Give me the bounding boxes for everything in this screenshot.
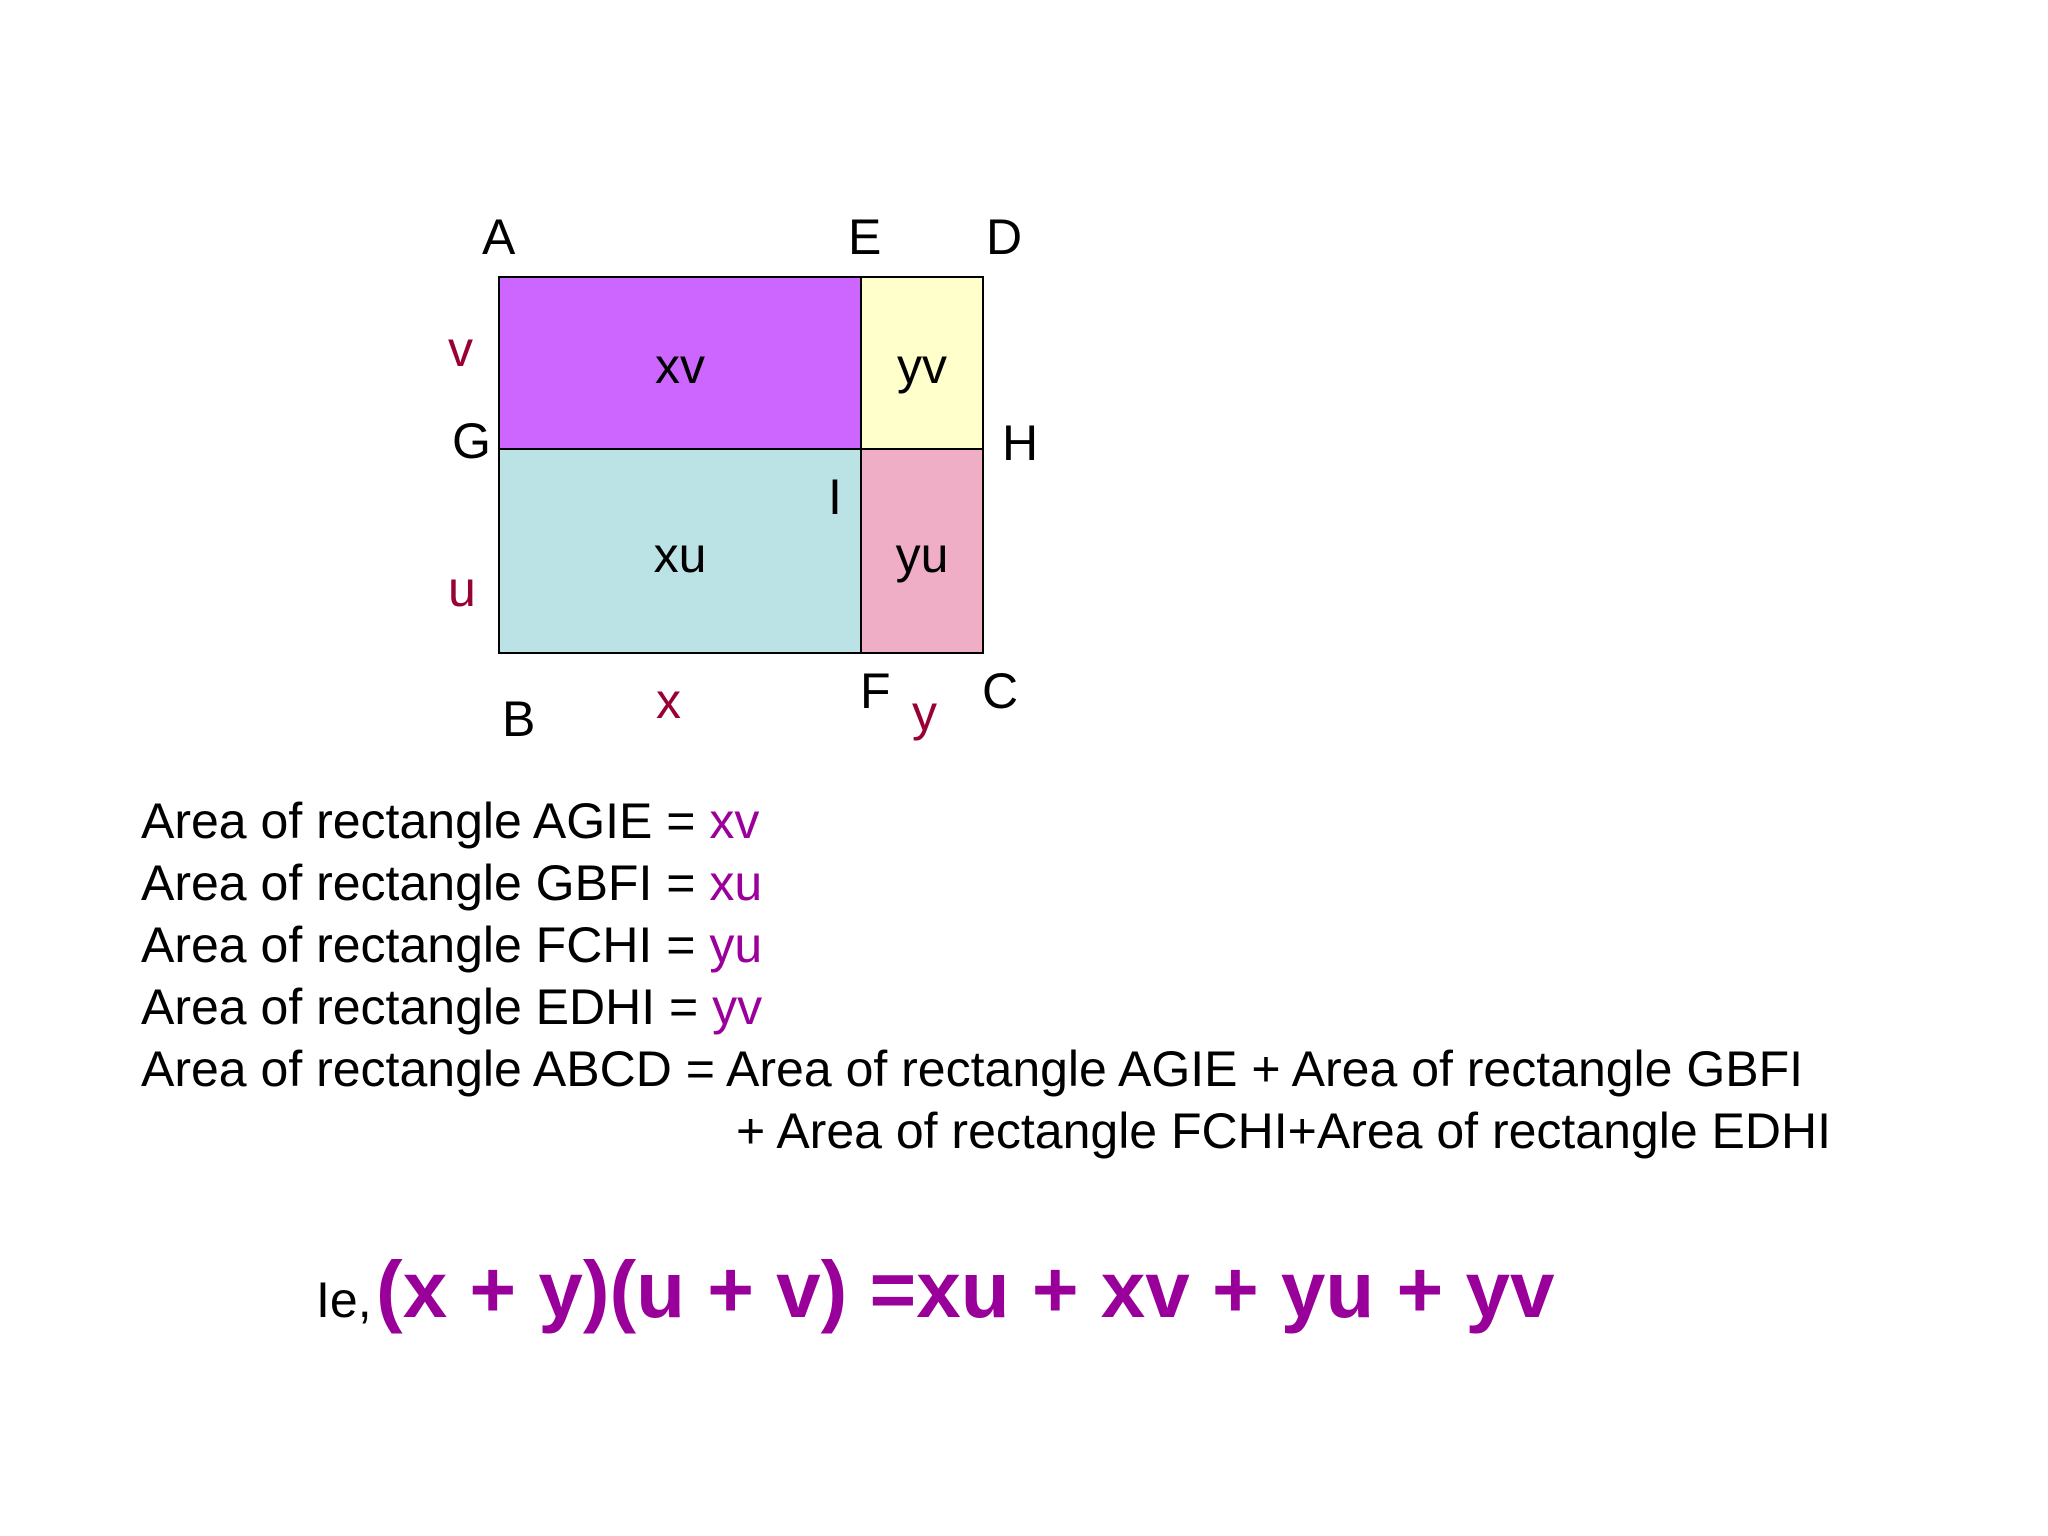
dimension-label-u: u: [448, 561, 476, 617]
cell-label-xu: xu: [653, 527, 707, 583]
equation-value: yv: [712, 979, 763, 1035]
rect-xv: [498, 276, 862, 450]
equation-line-edhi: Area of rectangle EDHI = yv: [141, 982, 762, 1032]
cell-label-yu: yu: [895, 527, 949, 583]
equation-line-gbfi: Area of rectangle GBFI = xu: [141, 858, 762, 908]
point-label-A: A: [482, 209, 516, 265]
rect-yv: [860, 276, 984, 450]
cell-label-xv: xv: [655, 338, 705, 394]
equation-text: Area of rectangle FCHI =: [141, 917, 710, 973]
rect-xu: [498, 448, 862, 654]
equation-value: yu: [709, 917, 763, 973]
point-label-C: C: [982, 663, 1019, 719]
equation-text: Area of rectangle AGIE =: [141, 793, 710, 849]
point-label-H: H: [1002, 415, 1039, 471]
equation-text: + Area of rectangle FCHI+Area of rectang…: [736, 1103, 1831, 1159]
dimension-label-x: x: [656, 673, 681, 729]
equation-text: Area of rectangle EDHI =: [141, 979, 713, 1035]
cell-label-yv: yv: [897, 338, 947, 394]
point-label-B: B: [502, 691, 536, 747]
point-label-I: I: [828, 469, 842, 525]
dimension-label-v: v: [448, 321, 473, 377]
final-equation-prefix: Ie,: [316, 1272, 372, 1328]
dimension-label-y: y: [912, 685, 937, 741]
point-label-F: F: [860, 663, 891, 719]
point-label-D: D: [986, 209, 1023, 265]
equation-line-abcd: Area of rectangle ABCD = Area of rectang…: [141, 1044, 1803, 1094]
equation-text: Area of rectangle ABCD = Area of rectang…: [141, 1041, 1804, 1097]
equation-value: xv: [709, 793, 760, 849]
point-label-E: E: [848, 209, 882, 265]
final-equation: Ie, (x + y)(u + v) =xu + xv + yu + yv: [316, 1250, 1554, 1330]
equation-line-agie: Area of rectangle AGIE = xv: [141, 796, 759, 846]
equation-line-fchi: Area of rectangle FCHI = yu: [141, 920, 762, 970]
point-label-G: G: [452, 413, 491, 469]
rect-yu: [860, 448, 984, 654]
equation-line-abcd-continued: + Area of rectangle FCHI+Area of rectang…: [736, 1106, 1831, 1156]
equation-value: xu: [709, 855, 763, 911]
final-equation-formula: (x + y)(u + v) =xu + xv + yu + yv: [376, 1245, 1555, 1334]
equation-text: Area of rectangle GBFI =: [141, 855, 710, 911]
